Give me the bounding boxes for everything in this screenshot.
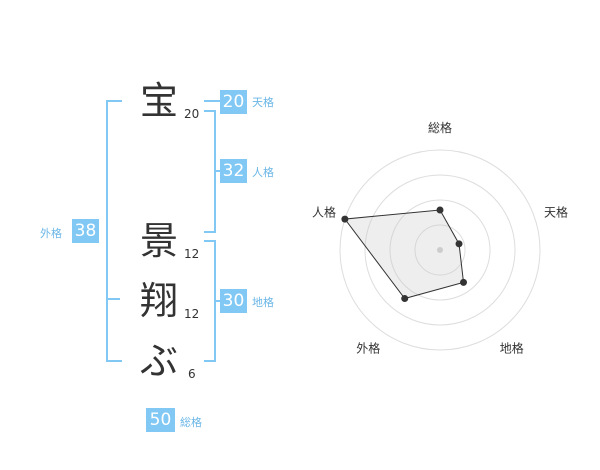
name-char-2: 景: [140, 219, 179, 263]
radar-axis-label-3: 地格: [500, 341, 524, 356]
gaikaku-value: 38: [72, 219, 99, 243]
gaikaku-bracket: [106, 100, 122, 362]
radar-point-3: [460, 278, 468, 286]
radar-axis-label-1: 総格: [428, 120, 452, 135]
stroke-count-1: 20: [184, 107, 200, 121]
radar-ring-1: [414, 224, 466, 276]
chikaku-bracket: [204, 240, 216, 362]
jinkaku-connector: [216, 170, 220, 172]
stroke-count-2: 12: [184, 247, 200, 261]
chikaku-label: 地格: [252, 296, 274, 309]
name-char-4: ぶ: [140, 339, 179, 383]
radar-point-1: [436, 206, 444, 214]
radar-axis-label-4: 外格: [356, 341, 380, 356]
radar-ring-4: [339, 149, 541, 351]
gaikaku-label: 外格: [40, 227, 62, 240]
tenkaku-label: 天格: [252, 96, 274, 109]
gaikaku-bracket-tick: [106, 298, 120, 300]
radar-point-2: [455, 240, 463, 248]
radar-point-4: [401, 295, 409, 303]
soukaku-value: 50: [146, 408, 175, 432]
tenkaku-connector: [204, 100, 220, 102]
radar-point-5: [341, 215, 349, 223]
jinkaku-bracket: [204, 110, 216, 233]
name-char-1: 宝: [140, 79, 179, 123]
tenkaku-value: 20: [220, 90, 247, 114]
radar-axis-label-5: 人格: [312, 204, 336, 219]
chikaku-value: 30: [220, 289, 247, 313]
chikaku-connector: [216, 300, 220, 302]
radar-ring-3: [364, 174, 516, 326]
radar-center: [437, 247, 443, 253]
radar-ring-2: [389, 199, 491, 301]
stroke-count-3: 12: [184, 307, 200, 321]
name-char-3: 翔: [140, 279, 179, 323]
jinkaku-value: 32: [220, 159, 247, 183]
radar-polygon: [343, 209, 465, 300]
soukaku-label: 総格: [180, 416, 202, 429]
stroke-count-4: 6: [188, 367, 196, 381]
jinkaku-label: 人格: [252, 166, 274, 179]
radar-axis-label-2: 天格: [544, 204, 568, 219]
